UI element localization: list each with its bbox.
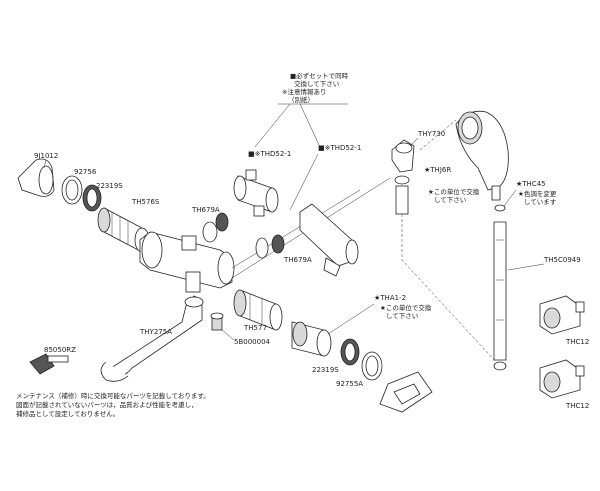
note-tha1-2: して下さい — [386, 312, 418, 320]
label-5b000004: 5B000004 — [234, 338, 271, 346]
part-92755a: 92755A — [336, 351, 383, 388]
note-tha1-1: ★この単位で交換 — [380, 303, 432, 312]
label-tha1-2: ★THA1-2 — [374, 294, 406, 302]
faucet-body — [139, 177, 391, 293]
label-22319s-top: 22319S — [96, 182, 123, 190]
label-th577: TH577 — [243, 324, 267, 332]
label-th5c0949: TH5C0949 — [543, 256, 581, 264]
top-note-arrow-2 — [299, 103, 321, 148]
part-9j1012: 9J1012 — [17, 152, 58, 197]
note-thj6r-2: して下さい — [434, 196, 466, 204]
note-thc45-1: ★色調を変更 — [518, 189, 557, 198]
label-th576s: TH576S — [131, 198, 160, 206]
part-th679a-left: TH679A — [191, 206, 229, 243]
part-shower-head: ★THC45 ★色調を変更 しています — [455, 110, 557, 207]
label-th679a-1: TH679A — [191, 206, 220, 214]
label-22319s-bottom: 22319S — [312, 366, 339, 374]
label-thc45: ★THC45 — [516, 180, 546, 188]
bottom-note-line2: 図面が記載されていないパーツは，品質および性能を考慮し， — [16, 400, 198, 409]
label-thj6r: ★THJ6R — [424, 166, 451, 174]
note-thj6r-1: ★この単位で交換 — [428, 187, 480, 196]
label-thc12-1: THC12 — [565, 338, 589, 346]
bottom-note: メンテナンス（補修）時に交換可能なパーツを記載しております。 図面が記載されてい… — [16, 391, 210, 418]
label-th679a-2: TH679A — [283, 256, 312, 264]
label-85050rz: 85050RZ — [44, 346, 76, 354]
part-tha1-2: ★THA1-2 ★この単位で交換 して下さい — [291, 294, 432, 357]
label-thy275a: THY275A — [139, 328, 172, 336]
hose-route-line — [401, 214, 497, 363]
part-th577: TH577 — [233, 289, 283, 332]
part-5b000004: 5B000004 — [210, 312, 271, 346]
part-thj6r: ★THJ6R ★この単位で交換 して下さい — [394, 166, 480, 215]
bottom-note-line1: メンテナンス（補修）時に交換可能なパーツを記載しております。 — [16, 391, 210, 400]
part-22319s-bottom: 22319S — [312, 338, 360, 374]
part-thy730: THY730 — [391, 130, 445, 173]
top-note: ■必ずセットで同時 交換して下さい ※注意情報あり （別紙） — [254, 71, 349, 148]
part-right-handle — [379, 371, 433, 413]
part-thc12-upper: THC12 — [539, 295, 589, 346]
label-thc12-2: THC12 — [565, 402, 589, 410]
label-9j1012: 9J1012 — [34, 152, 58, 160]
part-th5c0949: TH5C0949 — [493, 204, 581, 371]
label-92755a: 92755A — [336, 380, 363, 388]
label-92756: 92756 — [74, 168, 97, 176]
part-22319s-top: 22319S — [82, 182, 123, 212]
part-thy275a: THY275A — [100, 295, 204, 382]
top-note-line2: 交換して下さい — [294, 79, 339, 88]
top-note-line4: （別紙） — [288, 95, 314, 104]
label-thd52-1-left: ■※THD52-1 — [248, 150, 291, 158]
top-note-arrow-1 — [254, 103, 291, 148]
part-thd52-1-left: ■※THD52-1 — [233, 150, 291, 217]
head-route-line — [419, 119, 457, 151]
bottom-note-line3: 補修品として設定しておりません。 — [16, 409, 119, 418]
note-thc45-2: しています — [524, 198, 557, 206]
part-85050rz: 85050RZ — [29, 346, 76, 375]
part-thc12-lower: THC12 — [539, 359, 589, 410]
part-th679a-right: TH679A — [255, 234, 312, 264]
part-92756: 92756 — [61, 168, 97, 205]
label-thd52-1-right: ■※THD52-1 — [318, 144, 361, 152]
top-note-line1: ■必ずセットで同時 — [290, 71, 349, 80]
part-thd52-1-right: ■※THD52-1 — [289, 144, 361, 277]
label-thy730: THY730 — [417, 130, 445, 138]
top-note-line3: ※注意情報あり — [282, 87, 326, 96]
